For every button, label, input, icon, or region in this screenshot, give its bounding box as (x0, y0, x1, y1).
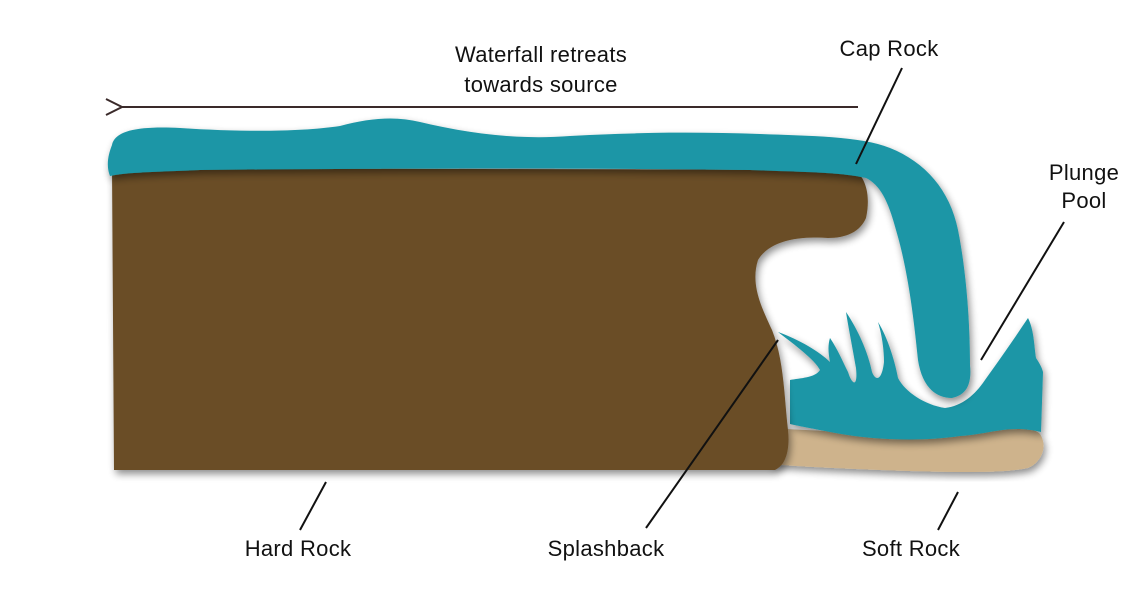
hard-rock-layer (112, 168, 868, 470)
retreat-label-line-1: Waterfall retreats (455, 42, 627, 67)
cap-rock-river-water (107, 118, 971, 398)
cap-rock-leader-line (855, 67, 903, 165)
hard-rock-label: Hard Rock (245, 536, 352, 561)
soft-rock-label: Soft Rock (862, 536, 961, 561)
splashback-label: Splashback (548, 536, 665, 561)
cap-rock-label: Cap Rock (840, 36, 940, 61)
retreat-label-line-2: towards source (464, 72, 617, 97)
soft-rock-leader-line (937, 491, 959, 531)
soft-rock-layer (770, 425, 1044, 472)
splashback-leader-line (645, 339, 779, 529)
hard-rock-leader-line (299, 481, 327, 531)
plunge-pool-leader-line (980, 221, 1065, 361)
plunge-pool-label-line-1: Plunge (1049, 160, 1119, 185)
plunge-pool-label-line-2: Pool (1061, 188, 1106, 213)
plunge-pool-water (778, 312, 1043, 440)
